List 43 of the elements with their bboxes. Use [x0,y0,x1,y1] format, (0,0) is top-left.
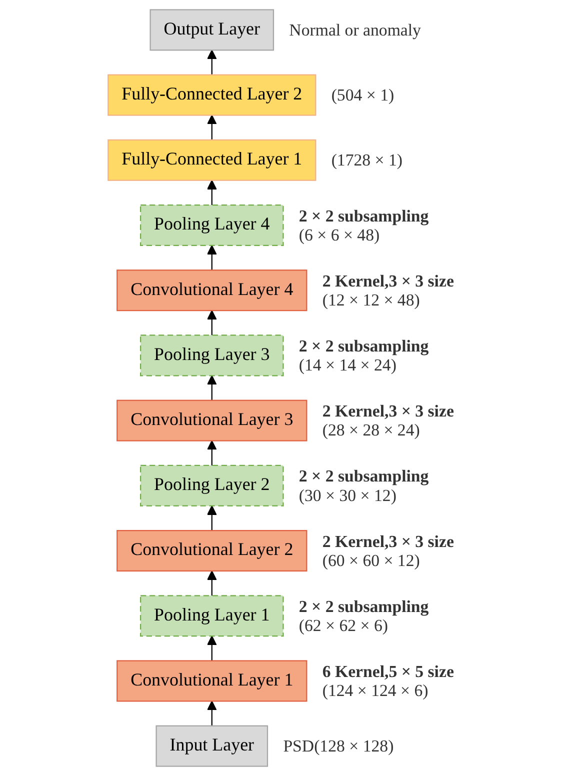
layer-annotation: 6 Kernel,5 × 5 size [322,662,454,682]
layer-annotation: (62 × 62 × 6) [298,616,388,635]
layer-annotation: (14 × 14 × 24) [298,356,396,375]
arrow [206,180,217,206]
layer-annotation: (12 × 12 × 48) [322,290,420,310]
layer-annotation: 2 Kernel,3 × 3 size [322,532,454,551]
layer-annotation: 2 × 2 subsampling [298,466,429,486]
arrow [206,636,217,661]
node-box: Fully-Connected Layer 1 [108,139,316,181]
layer-annotation: (6 × 6 × 48) [298,225,380,244]
node-box: Convolutional Layer 4 [116,270,308,312]
layer-annotation: (504 × 1) [331,86,394,105]
node-box: Pooling Layer 3 [140,334,284,376]
arrow [206,245,217,270]
layer-annotation: (28 × 28 × 24) [322,420,420,440]
arrow [206,700,217,726]
layer-annotation: 2 × 2 subsampling [298,596,429,616]
arrow [206,570,217,596]
arrow [206,114,217,140]
node-box: Pooling Layer 4 [140,204,284,246]
layer-annotation: (124 × 124 × 6) [322,681,428,700]
arrow [206,440,217,466]
layer-annotation: Normal or anomaly [289,20,421,40]
node-box: Output Layer [150,9,274,51]
layer-annotation: (1728 × 1) [331,150,403,170]
layer-annotation: 2 Kernel,3 × 3 size [322,402,454,421]
layer-annotation: 2 × 2 subsampling [298,206,429,226]
node-box: Pooling Layer 1 [140,595,284,637]
arrow [206,505,217,531]
node-box: Input Layer [156,725,268,767]
arrow [206,310,217,336]
node-box: Convolutional Layer 1 [116,660,308,702]
node-box: Convolutional Layer 3 [116,400,308,442]
arrow [206,375,217,400]
layer-annotation: 2 × 2 subsampling [298,336,429,356]
arrow [206,50,217,75]
node-box: Pooling Layer 2 [140,464,284,506]
layer-annotation: (60 × 60 × 12) [322,550,420,570]
layer-annotation: PSD(128 × 128) [283,736,394,756]
layer-annotation: (30 × 30 × 12) [298,486,396,505]
node-box: Fully-Connected Layer 2 [108,74,316,116]
node-box: Convolutional Layer 2 [116,530,308,572]
layer-annotation: 2 Kernel,3 × 3 size [322,271,454,290]
